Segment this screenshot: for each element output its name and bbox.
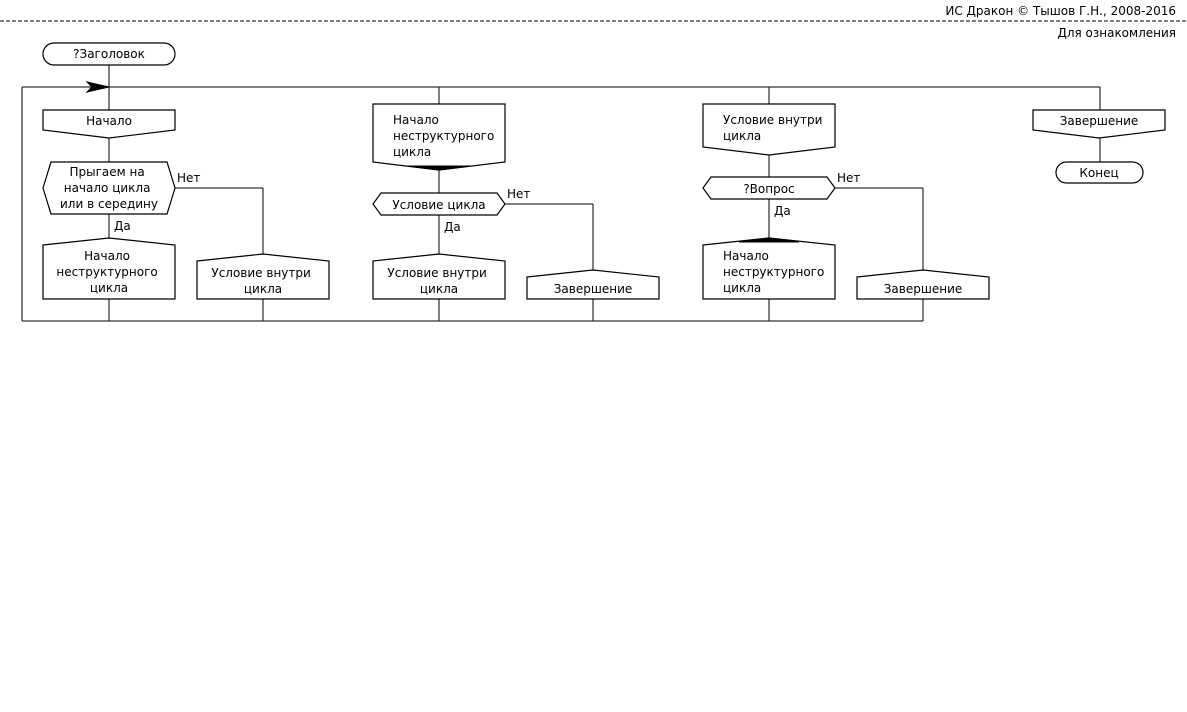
branch2-header[interactable] [372, 103, 506, 171]
branch2-no-action-label: Завершение [554, 282, 633, 296]
branch2-no-action[interactable] [526, 269, 660, 300]
branch3-question-label: ?Вопрос [743, 182, 794, 196]
branch1-question[interactable] [42, 161, 176, 215]
branch1-no-action-label: Условие внутри цикла [211, 266, 314, 296]
branch3-header[interactable] [702, 103, 836, 156]
branch1-no-label: Нет [177, 171, 200, 185]
branch3-no-action[interactable] [856, 269, 990, 300]
branch1-header-label: Начало [86, 114, 132, 128]
branch3-no-action-label: Завершение [884, 282, 963, 296]
branch1-yes-label: Да [114, 219, 131, 233]
branch3-yes-action-label: Начало неструктурного цикла [723, 249, 828, 295]
title-label: ?Заголовок [73, 47, 145, 61]
branch1-no-action[interactable] [196, 253, 330, 300]
branch1-question-label: Прыгаем на начало цикла или в середину [60, 165, 158, 211]
copyright-text: ИС Дракон © Тышов Г.Н., 2008-2016 [945, 4, 1176, 18]
branch2-question[interactable] [372, 192, 506, 216]
branch4-header-label: Завершение [1060, 114, 1139, 128]
branch4-header[interactable] [1032, 109, 1166, 139]
branch1-yes-action-label: Начало неструктурного цикла [56, 249, 161, 295]
branch2-yes-action-label: Условие внутри цикла [387, 266, 490, 296]
note-text: Для ознакомления [1057, 26, 1176, 40]
branch2-header-label: Начало неструктурного цикла [393, 113, 498, 159]
branch1-header[interactable] [42, 109, 176, 139]
branch1-yes-action[interactable] [42, 237, 176, 300]
branch3-question[interactable] [702, 176, 836, 200]
branch3-header-label: Условие внутри цикла [723, 113, 826, 143]
branch3-yes-label: Да [774, 204, 791, 218]
loop-arrow-icon [85, 81, 110, 93]
branch2-header-fill [406, 165, 472, 171]
title-terminator[interactable] [42, 42, 176, 66]
branch3-no-label: Нет [837, 171, 860, 185]
branch2-no-label: Нет [507, 187, 530, 201]
branch2-yes-action[interactable] [372, 253, 506, 300]
end-terminator[interactable] [1055, 161, 1144, 184]
branch2-yes-label: Да [444, 220, 461, 234]
branch3-yes-action-fill [738, 237, 800, 243]
branch2-question-label: Условие цикла [392, 198, 485, 212]
end-label: Конец [1079, 166, 1118, 180]
